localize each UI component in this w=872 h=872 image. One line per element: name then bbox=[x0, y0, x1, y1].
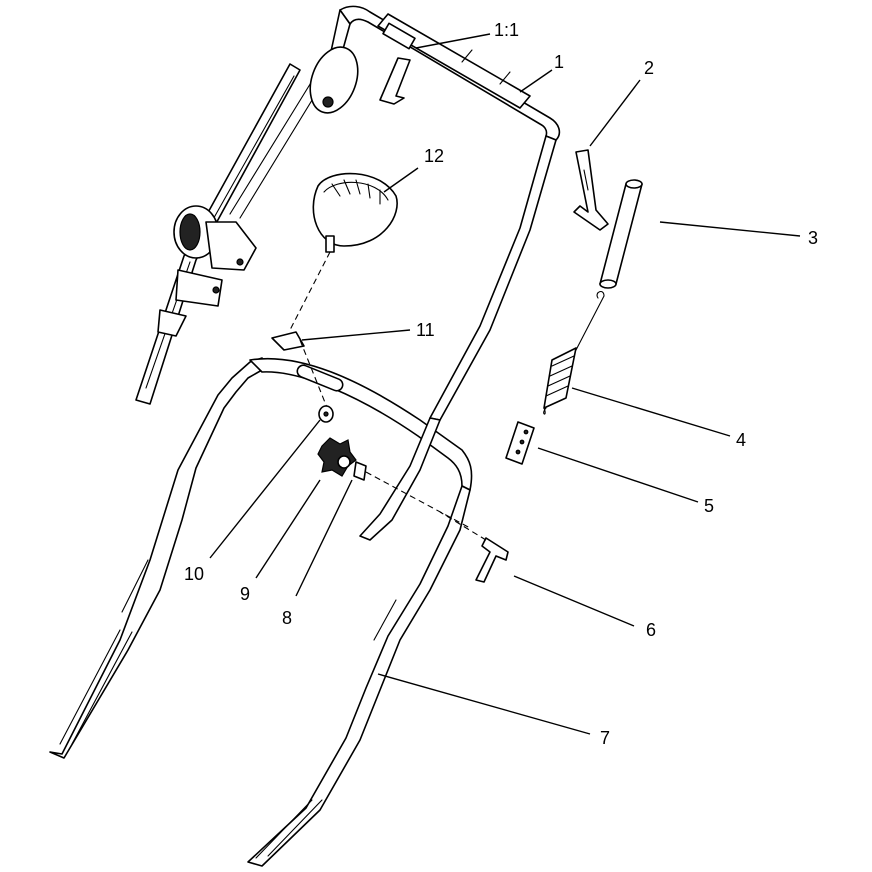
leader-1-1 bbox=[415, 33, 491, 49]
leader-5 bbox=[537, 447, 699, 503]
pin-part bbox=[439, 511, 509, 583]
callout-1: 1 bbox=[554, 52, 564, 72]
leader-2 bbox=[589, 79, 641, 147]
callout-10: 10 bbox=[184, 564, 204, 584]
tube-part bbox=[599, 179, 643, 289]
leader-9 bbox=[255, 479, 321, 579]
upper-handle-part bbox=[329, 5, 561, 541]
callout-12: 12 bbox=[424, 146, 444, 166]
callout-4: 4 bbox=[736, 430, 746, 450]
callout-8: 8 bbox=[282, 608, 292, 628]
washer-part bbox=[318, 405, 334, 423]
leader-7 bbox=[377, 673, 591, 735]
leader-3 bbox=[659, 221, 801, 237]
leader-12 bbox=[383, 167, 419, 193]
callout-11: 11 bbox=[416, 320, 435, 340]
callout-1-1: 1:1 bbox=[494, 20, 519, 40]
callout-7: 7 bbox=[600, 728, 610, 748]
lower-handle-part bbox=[49, 357, 473, 867]
spring-part bbox=[543, 290, 605, 415]
callout-2: 2 bbox=[644, 58, 654, 78]
callout-6: 6 bbox=[646, 620, 656, 640]
bolt-part bbox=[353, 461, 471, 529]
bail-grip-part bbox=[289, 172, 398, 331]
callout-5: 5 bbox=[704, 496, 714, 516]
link-plate-part bbox=[505, 421, 535, 465]
leader-1 bbox=[519, 69, 553, 93]
callout-3: 3 bbox=[808, 228, 818, 248]
bracket-part bbox=[573, 149, 609, 231]
leader-6 bbox=[513, 575, 635, 627]
cable-control-assembly bbox=[135, 46, 359, 405]
leader-4 bbox=[571, 387, 731, 437]
leader-lines bbox=[209, 33, 801, 735]
callout-9: 9 bbox=[240, 584, 250, 604]
callout-labels: 1:1 1 2 3 4 5 6 7 8 9 10 11 12 bbox=[184, 20, 818, 748]
leader-11 bbox=[301, 329, 411, 341]
leader-10 bbox=[209, 419, 321, 559]
clip-part bbox=[271, 331, 329, 411]
knob-part bbox=[317, 437, 357, 477]
leader-8 bbox=[295, 479, 353, 597]
